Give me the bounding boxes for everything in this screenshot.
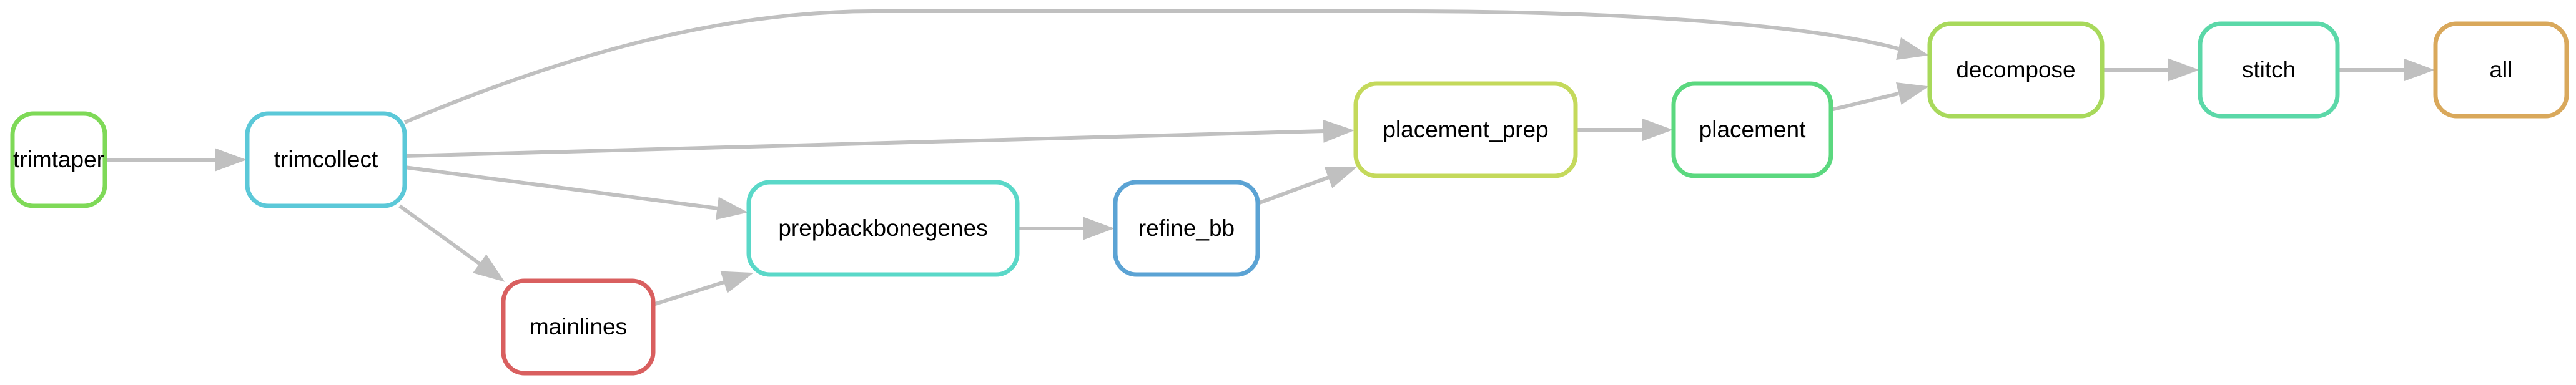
edge-line xyxy=(403,9,1899,124)
node-label: mainlines xyxy=(530,314,627,339)
node-trimcollect: trimcollect xyxy=(245,111,407,208)
arrowhead xyxy=(1896,37,1929,61)
arrowhead xyxy=(715,197,748,220)
arrowhead xyxy=(1323,119,1355,143)
edge-placement_prep-to-placement xyxy=(1576,118,1673,142)
node-box xyxy=(2198,21,2340,119)
node-box xyxy=(501,278,656,376)
node-mainlines: mainlines xyxy=(501,278,656,376)
edge-mainlines-to-prepbackbonegenes xyxy=(653,271,754,306)
node-box xyxy=(245,111,407,208)
node-box xyxy=(1353,81,1578,178)
node-box xyxy=(1927,21,2105,119)
node-label: trimtaper xyxy=(13,147,104,172)
arrowhead xyxy=(473,254,505,282)
node-box xyxy=(1113,180,1260,277)
edges-layer xyxy=(105,9,2435,306)
edge-trimcollect-to-prepbackbonegenes xyxy=(404,165,748,220)
node-label: all xyxy=(2489,57,2512,82)
node-refine_bb: refine_bb xyxy=(1113,180,1260,277)
edge-refine_bb-to-placement_prep xyxy=(1256,166,1358,205)
arrowhead xyxy=(1642,118,1673,142)
edge-trimcollect-to-decompose xyxy=(403,9,1929,124)
edge-line xyxy=(1830,92,1899,112)
edge-line xyxy=(1256,175,1330,205)
node-placement: placement xyxy=(1671,81,1833,178)
node-box xyxy=(746,180,1020,277)
node-label: stitch xyxy=(2242,57,2296,82)
arrowhead xyxy=(720,271,754,293)
node-stitch: stitch xyxy=(2198,21,2340,119)
edge-stitch-to-all xyxy=(2337,58,2435,82)
node-label: decompose xyxy=(1956,57,2075,82)
node-trimtaper: trimtaper xyxy=(10,111,107,208)
node-prepbackbonegenes: prepbackbonegenes xyxy=(746,180,1020,277)
node-box xyxy=(10,111,107,208)
node-decompose: decompose xyxy=(1927,21,2105,119)
arrowhead xyxy=(2404,58,2435,82)
edge-decompose-to-stitch xyxy=(2102,58,2199,82)
arrowhead xyxy=(1895,82,1929,105)
edge-line xyxy=(404,165,719,210)
edge-line xyxy=(653,280,725,306)
node-box xyxy=(2433,21,2569,119)
node-label: prepbackbonegenes xyxy=(778,215,987,241)
node-all: all xyxy=(2433,21,2569,119)
edge-trimcollect-to-placement_prep xyxy=(404,119,1355,158)
node-label: trimcollect xyxy=(274,147,378,172)
node-label: placement xyxy=(1699,117,1806,142)
edge-trimtaper-to-trimcollect xyxy=(105,148,247,172)
arrowhead xyxy=(1083,217,1115,240)
arrowhead xyxy=(2168,58,2199,82)
nodes-layer: trimtaper trimcollect mainlines prepbackbon… xyxy=(10,21,2569,376)
edge-placement-to-decompose xyxy=(1830,82,1929,112)
arrowhead xyxy=(215,148,247,172)
edge-trimcollect-to-mainlines xyxy=(398,204,505,282)
edge-line xyxy=(398,204,482,266)
arrowhead xyxy=(1324,166,1358,188)
node-placement_prep: placement_prep xyxy=(1353,81,1578,178)
node-label: placement_prep xyxy=(1383,117,1548,142)
node-box xyxy=(1671,81,1833,178)
edge-line xyxy=(404,129,1325,158)
node-label: refine_bb xyxy=(1138,215,1235,241)
edge-prepbackbonegenes-to-refine_bb xyxy=(1017,217,1115,240)
